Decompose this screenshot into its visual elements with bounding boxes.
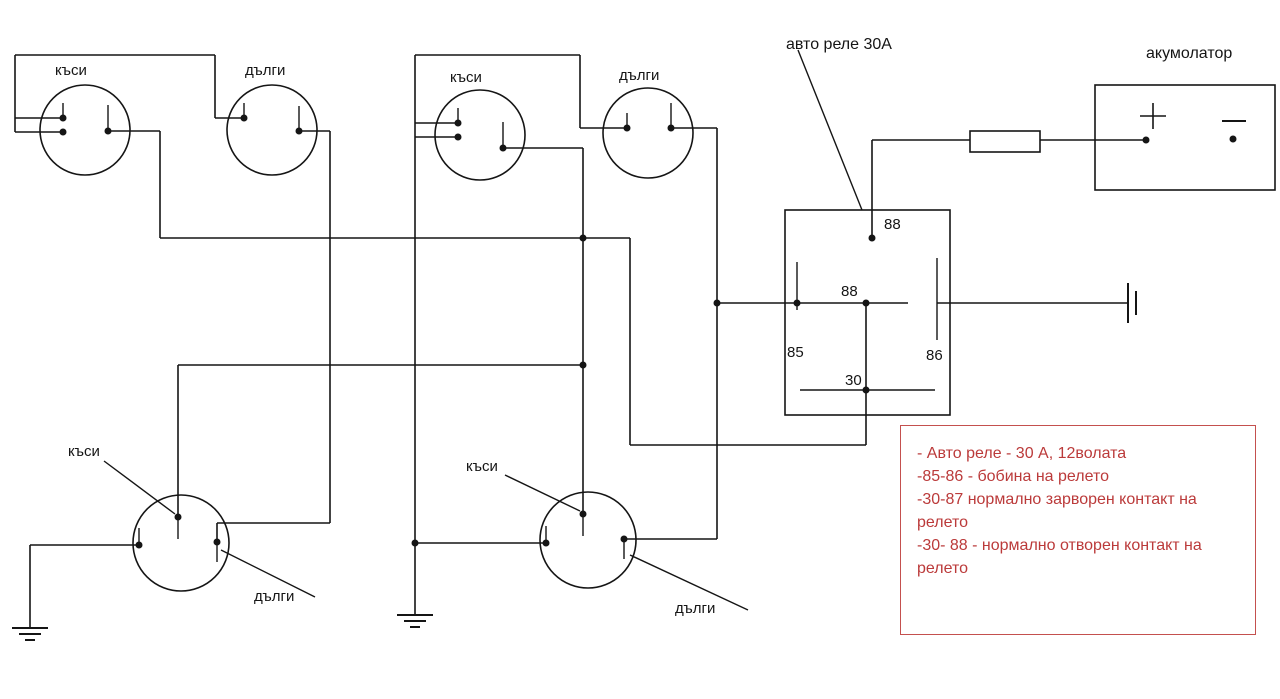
label-pointer-line [629,554,749,611]
bulb-contact-dot [623,124,631,132]
ground-symbol-right [1127,283,1137,323]
bulb-contact-dot [620,535,628,543]
relay-junction-dot [862,299,870,307]
bulb-contact-dot [59,114,67,122]
battery-label: акумолатор [1146,45,1232,62]
junction-dot [713,299,721,307]
bulb-bottom-left: къси дълги [68,443,316,605]
bulb-top-mid-low: къси [434,69,526,181]
relay-pin-30-label: 30 [845,372,862,389]
bulb-circle [39,84,131,176]
bulb-top-left-high: дълги [226,62,318,176]
ground-symbol-left [12,627,48,641]
bulb-contact-dot [135,541,143,549]
bulb-top-mid-high: дълги [602,67,694,179]
battery-body [1094,84,1276,191]
label-pointer-line [103,460,176,515]
relay-notes-box: - Авто реле - 30 А, 12волата -85-86 - бо… [900,425,1256,635]
relay-pin-85-label: 85 [787,344,804,361]
battery: акумолатор [1094,45,1276,191]
bulb-contact-dot [667,124,675,132]
bulb-contact-dot [104,127,112,135]
relay-pin-middle-label: 88 [841,283,858,300]
bulb-contact-dot [542,539,550,547]
bulb-circle [226,84,318,176]
fuse [969,130,1041,153]
bulb-label: къси [466,458,498,475]
bulb-contact-dot [213,538,221,546]
bulb-contact-dot [454,119,462,127]
battery-terminal-dot [1229,135,1237,143]
bulb-label: къси [55,62,87,79]
bulb-contact-dot [59,128,67,136]
note-line: -30- 88 - нормално отворен контакт на ре… [917,537,1202,577]
relay-junction-dot [862,386,870,394]
relay: авто реле 30А 88 88 85 86 30 [784,36,951,416]
bulb-contact-dot [240,114,248,122]
relay-body [784,209,951,416]
bulb-circle [434,89,526,181]
bulb-circle [132,494,230,592]
junction-dot [579,234,587,242]
bulb-label: дълги [675,600,715,617]
battery-terminal-dot [1142,136,1150,144]
label-pointer-line [504,474,581,512]
note-line: -85-86 - бобина на релето [917,468,1110,485]
fuse-icon [969,130,1041,153]
bulb-contact-dot [454,133,462,141]
relay-title-label: авто реле 30А [786,36,892,53]
relay-pointer-line [797,49,863,211]
junction-dot [411,539,419,547]
ground-symbol-middle [397,614,433,628]
bulb-contact-dot [579,510,587,518]
relay-junction-dot [868,234,876,242]
bulb-contact-dot [499,144,507,152]
bulb-top-left-low: къси [39,62,131,176]
bulb-label: къси [68,443,100,460]
bulb-label: дълги [245,62,285,79]
relay-pin-top-label: 88 [884,216,901,233]
wire-runs [14,54,1146,628]
bulb-circle [602,87,694,179]
bulb-bottom-mid: къси дълги [466,458,749,617]
relay-junction-dot [793,299,801,307]
bulb-contact-dot [174,513,182,521]
bulb-circle [539,491,637,589]
bulb-label: дълги [619,67,659,84]
bulb-label: дълги [254,588,294,605]
junction-dots [411,234,721,547]
bulb-label: къси [450,69,482,86]
note-line: - Авто реле - 30 А, 12волата [917,445,1127,462]
note-line: -30-87 нормално зарворен контакт на реле… [917,491,1197,531]
relay-pin-86-label: 86 [926,347,943,364]
bulb-contact-dot [295,127,303,135]
label-pointer-line [220,549,316,598]
junction-dot [579,361,587,369]
